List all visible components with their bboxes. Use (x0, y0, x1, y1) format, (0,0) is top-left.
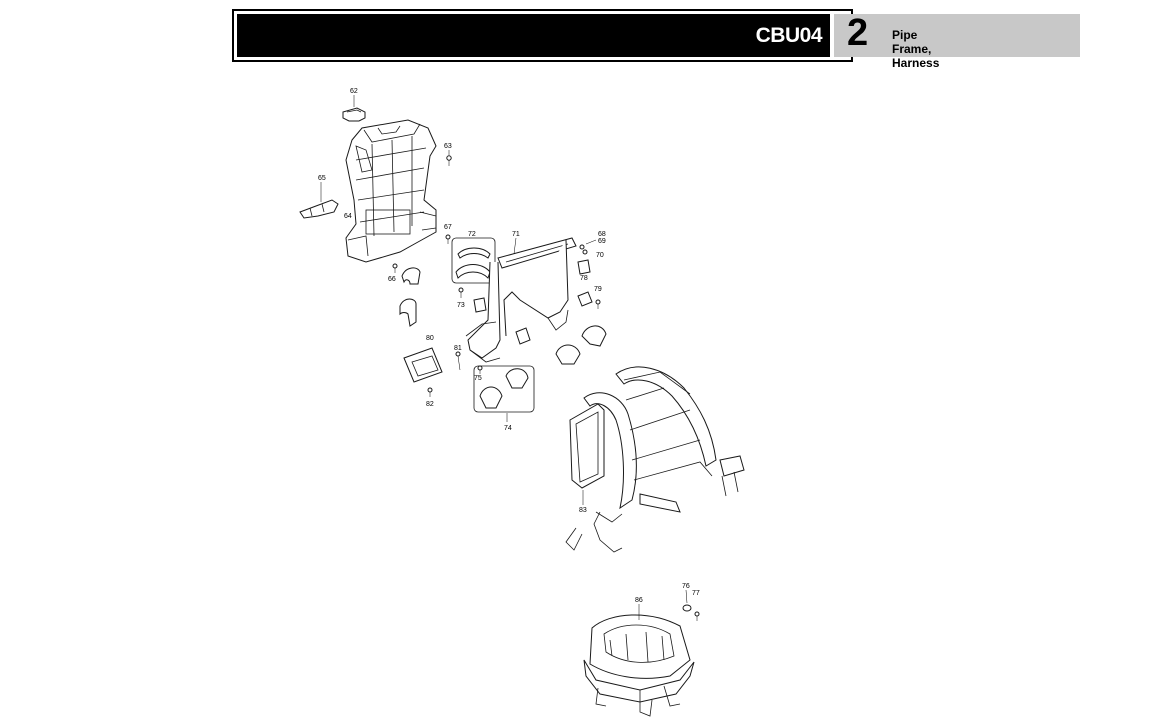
label-75: 75 (474, 375, 482, 382)
section-banner (834, 14, 1080, 57)
model-code: CBU04 (755, 24, 823, 47)
label-76: 76 (682, 583, 690, 590)
clamp-right-upper (581, 325, 607, 347)
part-82-screw (427, 387, 433, 397)
label-69: 69 (598, 238, 606, 245)
label-71: 71 (512, 231, 520, 238)
part-65-bracket (299, 199, 339, 219)
part-71-pipe-frame (465, 237, 577, 363)
part-73-screw (458, 287, 464, 298)
part-81-screw (455, 351, 461, 371)
label-82-bottom: 82 (426, 401, 434, 408)
label-64: 64 (344, 213, 352, 220)
rubber-block-left (473, 297, 487, 313)
part-79-screw (595, 299, 601, 309)
label-73: 73 (457, 302, 465, 309)
part-76-washer (682, 604, 692, 612)
model-banner: CBU04 (237, 14, 830, 57)
elbow-bracket-lower (399, 298, 417, 327)
part-78-clip (577, 259, 591, 275)
label-63: 63 (444, 143, 452, 150)
rubber-block-center (515, 327, 531, 345)
section-title: Pipe Frame, Harness (892, 28, 940, 70)
part-72-grommet-set (451, 237, 496, 284)
label-80: 80 (426, 335, 434, 342)
rubber-block-right (577, 291, 593, 307)
label-79: 79 (594, 286, 602, 293)
part-68-69-screws (579, 239, 597, 255)
elbow-bracket-upper (401, 267, 421, 285)
label-81: 81 (454, 345, 462, 352)
part-67-screw (445, 234, 451, 244)
label-66: 66 (388, 276, 396, 283)
label-74: 74 (504, 425, 512, 432)
label-68: 68 (598, 231, 606, 238)
label-62-top: 62 (350, 88, 358, 95)
label-83: 83 (579, 507, 587, 514)
label-67: 67 (444, 224, 452, 231)
label-65: 65 (318, 175, 326, 182)
part-66-screw (392, 263, 398, 273)
label-77: 77 (692, 590, 700, 597)
label-72: 72 (468, 231, 476, 238)
label-70: 70 (596, 252, 604, 259)
part-86-waist-belt (583, 614, 695, 717)
part-62-clip (342, 107, 366, 122)
part-77-screw (694, 611, 700, 621)
part-80-plate (403, 347, 443, 383)
label-86: 86 (635, 597, 643, 604)
clamp-right-lower (555, 344, 581, 365)
part-74-clamp-set (473, 365, 535, 413)
section-number: 2 (847, 12, 869, 54)
part-75-screw (477, 365, 483, 374)
part-63-screw (446, 155, 452, 166)
part-64-back-plate (345, 119, 437, 263)
label-78: 78 (580, 275, 588, 282)
diagram-header: CBU04 2 Pipe Frame, Harness (232, 9, 1080, 70)
part-83-harness (565, 366, 745, 553)
